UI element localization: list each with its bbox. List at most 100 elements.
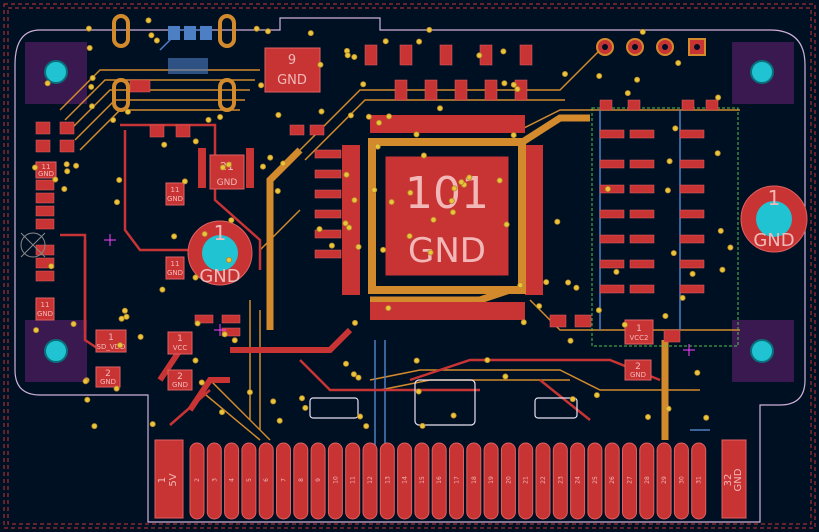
via [221,331,228,338]
via [727,244,734,251]
via [449,209,456,216]
via [554,218,561,225]
via [415,388,422,395]
via [267,154,274,161]
connector-pin-number: 17 [454,476,461,484]
via [621,321,628,328]
shield-keepout [591,107,739,347]
connector-pin [639,442,655,520]
connector-pin [673,442,689,520]
svg-text:11: 11 [171,260,180,268]
via [116,176,123,183]
via [501,80,508,87]
connector-pin-number: 26 [609,476,616,484]
connector-pin-number: 22 [540,476,547,484]
via [416,38,423,45]
via [355,243,362,250]
connector-pin [500,442,516,520]
connector-pin-number: 31 [696,476,703,484]
via [89,75,96,82]
connector-pin [570,442,586,520]
ic-left-net: GND [217,178,238,188]
via [351,197,358,204]
via [198,379,205,386]
via [148,32,155,39]
via [407,189,414,196]
via [85,25,92,32]
via [73,162,80,169]
via [388,198,395,205]
connector-pin-number: 25 [592,476,599,484]
via [639,28,646,35]
origin-markers [104,234,695,356]
via [307,30,314,37]
connector-pin-number: 18 [471,476,478,484]
via [88,83,95,90]
via [689,270,696,277]
svg-text:GND: GND [630,371,646,379]
via [634,76,641,83]
via [64,168,71,175]
back-pads [168,26,212,74]
via [346,224,353,231]
via [192,138,199,145]
via [52,176,59,183]
via [448,197,455,204]
mount-hole-left-pin: 1 [214,221,227,245]
via [466,174,473,181]
via [264,28,271,35]
connector-pin [362,442,378,520]
connector-pin-number: 29 [661,476,668,484]
via [159,286,166,293]
via [246,389,253,396]
via [181,178,188,185]
connector-pin-1-number: 1 [157,477,168,483]
via [194,320,201,327]
via [427,249,434,256]
svg-text:1: 1 [108,333,114,343]
via [32,164,39,171]
via [48,263,55,270]
connector-pin-32-net: GND [733,468,744,491]
connector-pin-number: 28 [644,476,651,484]
via [451,185,458,192]
ic-left: 21 GND [198,148,254,190]
connector-pin-number: 7 [281,478,288,482]
via [84,396,91,403]
connector-pin [518,442,534,520]
via [503,221,510,228]
via [703,414,710,421]
main-ic-pins [342,115,543,320]
connector-pin-number: 5 [246,478,253,482]
connector-pin-number: 13 [384,476,391,484]
via [458,179,465,186]
svg-text:GND: GND [167,195,183,203]
connector-pin [224,442,240,520]
via [259,163,266,170]
connector-pin [604,442,620,520]
connector-pin-number: 3 [211,478,218,482]
via [595,307,602,314]
via [662,312,669,319]
via [517,282,524,289]
connector-pin-number: 15 [419,476,426,484]
via [520,319,527,326]
board-outline [14,17,806,523]
connector-pin-number: 23 [557,476,564,484]
via [562,71,569,78]
via [363,423,370,430]
via [117,342,124,349]
via [302,404,309,411]
connector-pin [622,442,637,520]
via [298,395,305,402]
via [567,337,574,344]
via [63,161,70,168]
via [719,266,726,273]
via [596,73,603,80]
connector-pin-32 [721,439,747,519]
connector-pin-1 [154,439,184,519]
via [61,185,68,192]
back-tracks [159,29,710,450]
